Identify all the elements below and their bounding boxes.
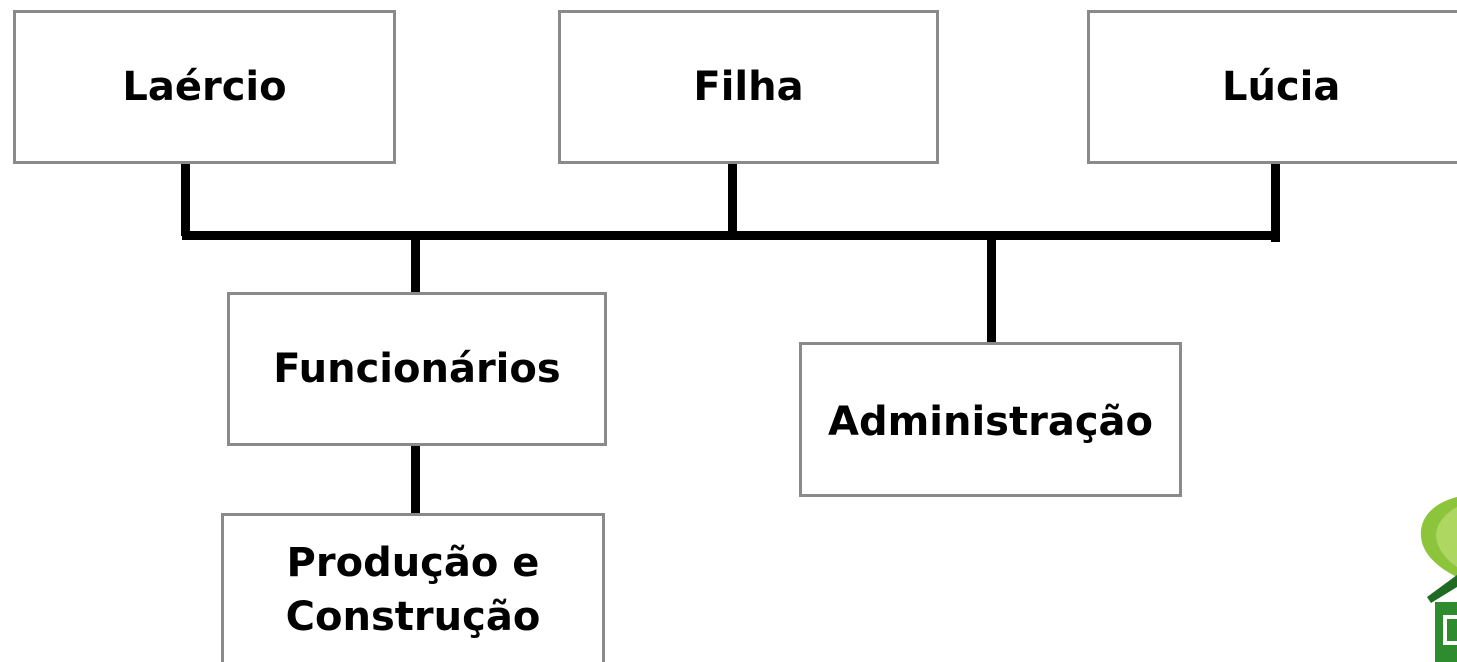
connector-laercio — [181, 164, 190, 236]
connector-funcionarios — [411, 236, 420, 293]
node-label: Lúcia — [1222, 64, 1341, 110]
node-label-line: Construção — [285, 594, 541, 640]
node-laercio: Laércio — [13, 10, 396, 164]
connector-producao — [411, 446, 420, 514]
leaf-house-logo-icon — [1420, 497, 1457, 662]
node-label: Administração — [828, 398, 1153, 445]
connector-lucia — [1271, 164, 1280, 242]
node-lucia: Lúcia — [1087, 10, 1457, 164]
node-label-line: Produção e — [286, 540, 540, 586]
node-label: Laércio — [122, 64, 287, 110]
connector-filha — [728, 164, 737, 236]
node-producao: Produção e Construção — [221, 513, 605, 662]
node-filha: Filha — [558, 10, 939, 164]
node-funcionarios: Funcionários — [227, 292, 607, 446]
node-label: Produção e Construção — [286, 536, 541, 644]
node-label: Filha — [693, 64, 804, 110]
node-label: Funcionários — [273, 346, 561, 392]
connector-administracao — [987, 236, 996, 343]
node-administracao: Administração — [799, 342, 1182, 497]
